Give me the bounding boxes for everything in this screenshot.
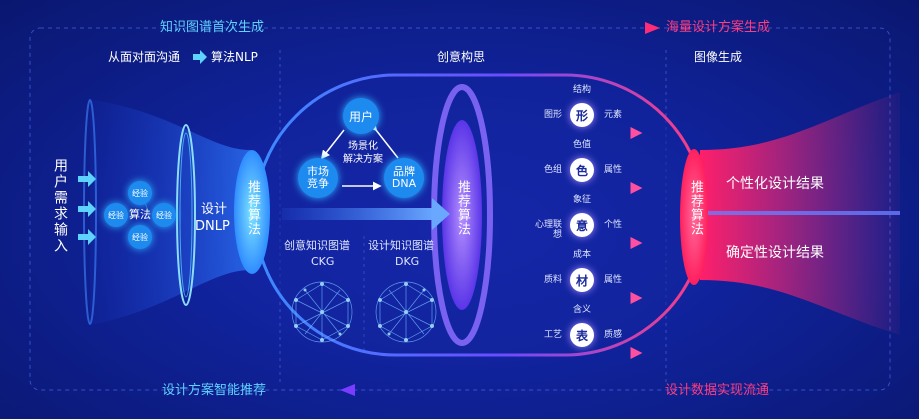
knowledge-graph-first-label: 知识图谱首次生成 [160, 20, 265, 35]
attribute-right-label: 质感 [604, 330, 623, 340]
left-recommend-algo-label: 推荐算法 [245, 180, 260, 236]
attribute-right-label: 元素 [604, 110, 623, 120]
attribute-center-node: 意 [570, 213, 594, 237]
market-line1: 市场 [307, 164, 329, 178]
user-node: 用户 [343, 98, 379, 134]
data-flow-label: 设计数据实现流通 [665, 383, 770, 398]
attribute-top-label: 象征 [572, 195, 591, 205]
nlp-label: 算法NLP [211, 50, 258, 64]
right-recommend-algo-label: 推荐算法 [688, 180, 703, 236]
face-to-face-label: 从面对面沟通 [108, 50, 181, 64]
middle-recommend-algo-label: 推荐算法 [455, 180, 470, 236]
attribute-center-node: 表 [570, 323, 594, 347]
attribute-top-label: 含义 [572, 305, 591, 315]
attribute-top-label: 成本 [572, 250, 591, 260]
algorithm-center-label: 算法 [129, 208, 151, 221]
ckg-title: 创意知识图谱 [284, 239, 350, 252]
attribute-left-label: 心理联想 [534, 220, 562, 240]
brand-line2: DNA [391, 177, 417, 190]
dkg-title: 设计知识图谱 [368, 239, 434, 252]
smart-recommend-label: 设计方案智能推荐 [162, 383, 267, 398]
attribute-left-label: 色组 [543, 165, 562, 175]
experience-bubble-bottom: 经验 [128, 225, 152, 249]
brand-dna-node: 品牌 DNA [384, 158, 424, 198]
brand-line1: 品牌 [393, 164, 415, 178]
attribute-center-node: 色 [570, 158, 594, 182]
attribute-top-label: 结构 [572, 85, 591, 95]
attribute-top-label: 色值 [572, 140, 591, 150]
mass-design-label: 海量设计方案生成 [666, 20, 771, 35]
image-generation-label: 图像生成 [694, 50, 743, 64]
deterministic-result-label: 确定性设计结果 [726, 245, 824, 261]
attribute-center-node: 形 [570, 103, 594, 127]
attribute-right-label: 属性 [604, 275, 623, 285]
dkg-abbr: DKG [395, 255, 420, 268]
attribute-right-label: 属性 [604, 165, 623, 175]
attribute-left-label: 图形 [543, 110, 562, 120]
attribute-center-node: 材 [570, 268, 594, 292]
scene-line2: 解决方案 [343, 154, 383, 165]
user-input-label: 用户需求输入 [52, 158, 68, 254]
creative-concept-label: 创意构思 [437, 50, 486, 64]
ckg-abbr: CKG [311, 255, 335, 268]
market-competition-node: 市场 竞争 [298, 158, 338, 198]
attribute-left-label: 工艺 [543, 330, 562, 340]
experience-bubble-left: 经验 [104, 203, 128, 227]
personalized-result-label: 个性化设计结果 [726, 176, 824, 192]
experience-bubble-right: 经验 [152, 203, 176, 227]
experience-bubble-top: 经验 [128, 181, 152, 205]
dnlp-label: DNLP [195, 219, 230, 234]
design-label: 设计 [201, 202, 228, 217]
attribute-right-label: 个性 [604, 220, 623, 230]
scene-line1: 场景化 [348, 141, 378, 152]
market-line2: 竞争 [307, 177, 329, 190]
attribute-left-label: 质料 [543, 275, 562, 285]
